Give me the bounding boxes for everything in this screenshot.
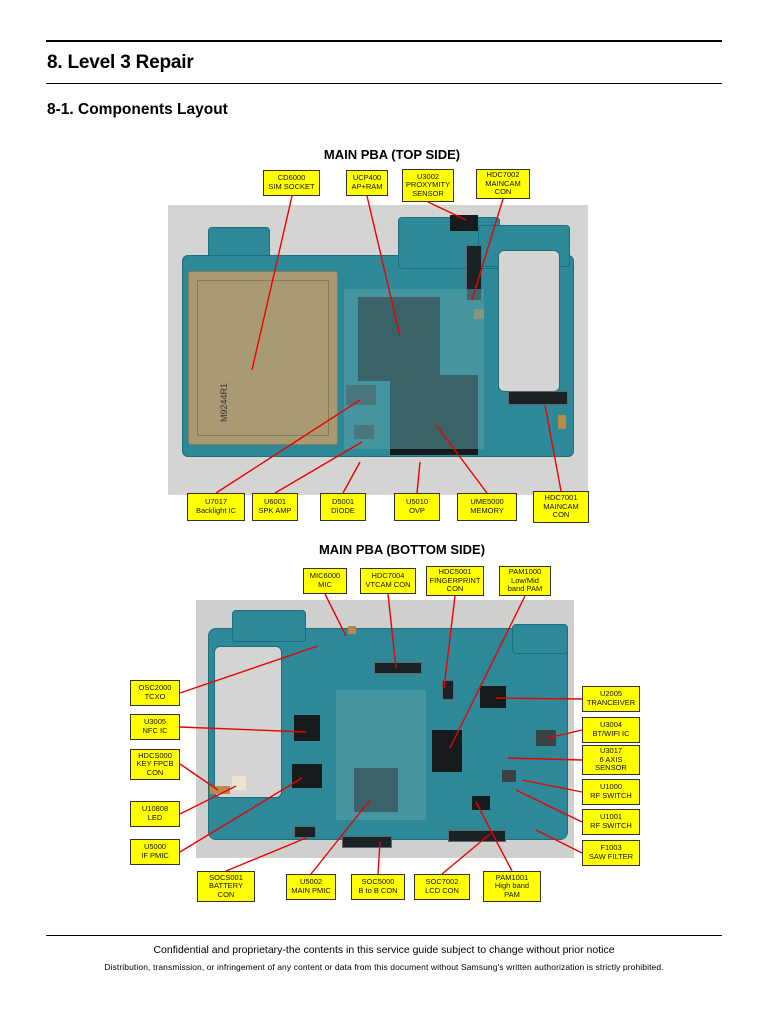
vtcam-con <box>374 662 422 674</box>
b-to-b-con <box>342 836 392 848</box>
top-side-heading: MAIN PBA (TOP SIDE) <box>323 147 461 162</box>
lcd-con <box>448 830 506 842</box>
battery-con <box>294 826 316 838</box>
high-band-pam <box>472 796 490 810</box>
bottom-side-heading: MAIN PBA (BOTTOM SIDE) <box>318 542 486 557</box>
maincam-con-1 <box>508 391 568 405</box>
sim-socket: M9244R1 <box>188 271 338 445</box>
subsection-title: 8-1. Components Layout <box>47 101 228 118</box>
section-title: 8. Level 3 Repair <box>47 52 194 73</box>
proximity-sensor <box>450 215 478 231</box>
low-mid-band-pam <box>432 730 462 772</box>
title-divider <box>46 83 722 84</box>
chip-marking: M9244R1 <box>219 382 229 422</box>
tranceiver <box>480 686 506 708</box>
bottom-side-board-photo <box>196 600 574 858</box>
top-rule <box>46 40 722 42</box>
footer-confidential-notice: Confidential and proprietary-the content… <box>153 944 615 956</box>
footer-rule <box>46 935 722 936</box>
footer-distribution-notice: Distribution, transmission, or infringem… <box>104 962 664 972</box>
bt-wifi-ic <box>536 730 556 746</box>
fingerprint-con <box>442 680 454 700</box>
if-pmic <box>292 764 322 788</box>
nfc-ic <box>294 715 320 741</box>
top-side-board-photo: M9244R1 <box>168 205 588 495</box>
